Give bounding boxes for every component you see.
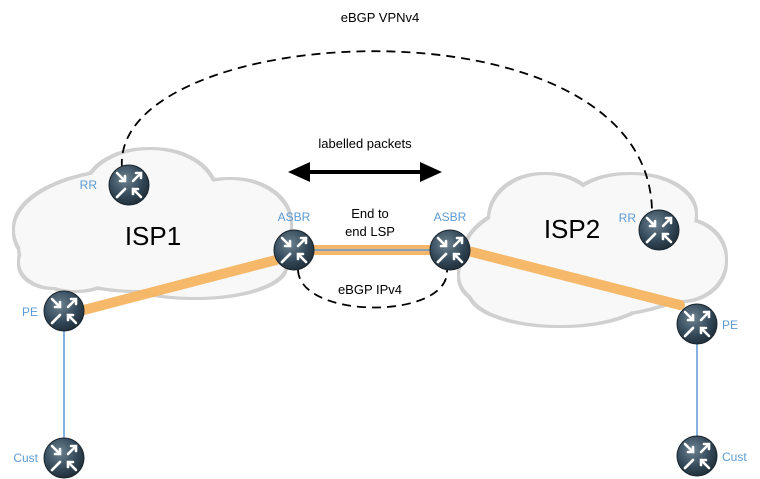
router-icon-cust1[interactable] — [42, 436, 86, 479]
double-arrow-icon — [288, 162, 442, 182]
rr1-label: RR — [80, 178, 98, 192]
router-icon-pe2[interactable] — [675, 302, 719, 346]
ebgp-vpnv4-label: eBGP VPNv4 — [341, 10, 420, 25]
asbr1-label: ASBR — [278, 210, 311, 224]
router-icon-rr2[interactable] — [637, 208, 681, 252]
cloud-isp1 — [15, 150, 290, 297]
router-icon-cust2[interactable] — [675, 434, 719, 478]
lsp-label-line2: end LSP — [345, 224, 395, 239]
router-icon-pe1[interactable] — [42, 289, 86, 333]
cloud-isp2 — [460, 175, 725, 325]
labelled-packets-label: labelled packets — [318, 136, 412, 151]
cust2-label: Cust — [722, 450, 747, 464]
isp2-label: ISP2 — [544, 214, 600, 244]
ebgp-ipv4-session — [297, 269, 448, 309]
router-icon-rr1[interactable] — [107, 163, 151, 207]
rr2-label: RR — [619, 211, 637, 225]
cust1-label: Cust — [13, 451, 38, 465]
asbr2-label: ASBR — [434, 210, 467, 224]
ebgp-ipv4-label: eBGP IPv4 — [338, 282, 402, 297]
pe2-label: PE — [722, 318, 738, 332]
router-icon-asbr2[interactable] — [428, 228, 472, 272]
ebgp-vpnv4-session — [121, 50, 653, 213]
isp1-label: ISP1 — [125, 221, 181, 251]
lsp-label-line1: End to — [351, 206, 389, 221]
pe1-label: PE — [22, 305, 38, 319]
router-icon-asbr1[interactable] — [272, 228, 316, 272]
